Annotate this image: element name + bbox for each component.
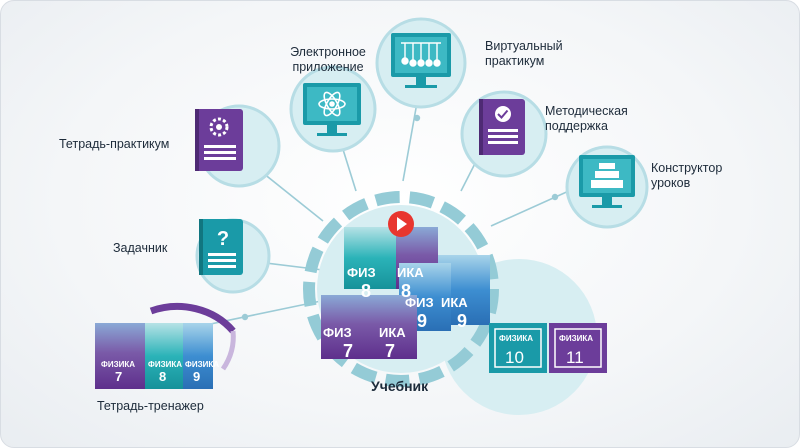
label-problems: Задачник xyxy=(113,241,168,255)
label-trainer: Тетрадь-тренажер xyxy=(97,399,204,413)
book-title-8a: ФИЗ xyxy=(347,265,376,280)
book-title-8b: ИКА xyxy=(397,265,424,280)
trainer-books xyxy=(95,323,213,389)
book-title-10: ФИЗИКА xyxy=(499,334,533,343)
book-grade-8a: 8 xyxy=(361,281,371,301)
book-grade-7a: 7 xyxy=(343,341,353,361)
trainer-grade-9: 9 xyxy=(193,369,200,384)
eapp-node[interactable] xyxy=(303,83,361,136)
book-grade-11: 11 xyxy=(566,348,584,367)
book-title-11: ФИЗИКА xyxy=(559,334,593,343)
label-workbook: Тетрадь-практикум xyxy=(59,137,170,151)
label-method: Методическая поддержка xyxy=(545,104,628,133)
book-title-7a: ФИЗ xyxy=(323,325,352,340)
book-grade-8b: 8 xyxy=(401,281,411,301)
play-icon xyxy=(397,217,407,231)
trainer-title-9: ФИЗИКА xyxy=(185,360,219,369)
builder-node[interactable] xyxy=(579,155,635,208)
book-title-9a: ФИЗ xyxy=(405,295,434,310)
vlab-node[interactable] xyxy=(391,33,451,88)
label-vlab: Виртуальный практикум xyxy=(485,39,563,68)
book-title-9b: ИКА xyxy=(441,295,468,310)
trainer-title-8: ФИЗИКА xyxy=(148,360,182,369)
label-eapp: Электронное приложение xyxy=(290,45,366,74)
book-grade-7b: 7 xyxy=(385,341,395,361)
trainer-arc xyxy=(149,302,236,334)
book-grade-10: 10 xyxy=(505,348,524,367)
book-grade-9a: 9 xyxy=(417,311,427,331)
trainer-title-7: ФИЗИКА xyxy=(101,360,135,369)
badge-icon xyxy=(495,106,511,122)
pendulum-icon xyxy=(401,42,441,67)
trainer-grade-7: 7 xyxy=(115,369,122,384)
label-builder: Конструктор уроков xyxy=(651,161,723,190)
atom-icon xyxy=(318,91,346,117)
textbooks-10-11 xyxy=(489,323,607,373)
book-title-7b: ИКА xyxy=(379,325,406,340)
question-icon: ? xyxy=(217,228,229,250)
method-node[interactable] xyxy=(479,99,525,155)
workbook-node[interactable] xyxy=(195,109,243,171)
cake-icon xyxy=(591,163,623,188)
trainer-grade-8: 8 xyxy=(159,369,166,384)
problems-node[interactable]: ? xyxy=(199,219,243,275)
book-grade-9b: 9 xyxy=(457,311,467,331)
play-button[interactable] xyxy=(388,211,414,237)
gear-icon xyxy=(209,117,229,137)
label-textbook: Учебник xyxy=(371,378,429,394)
textbooks-7-9 xyxy=(321,227,490,359)
